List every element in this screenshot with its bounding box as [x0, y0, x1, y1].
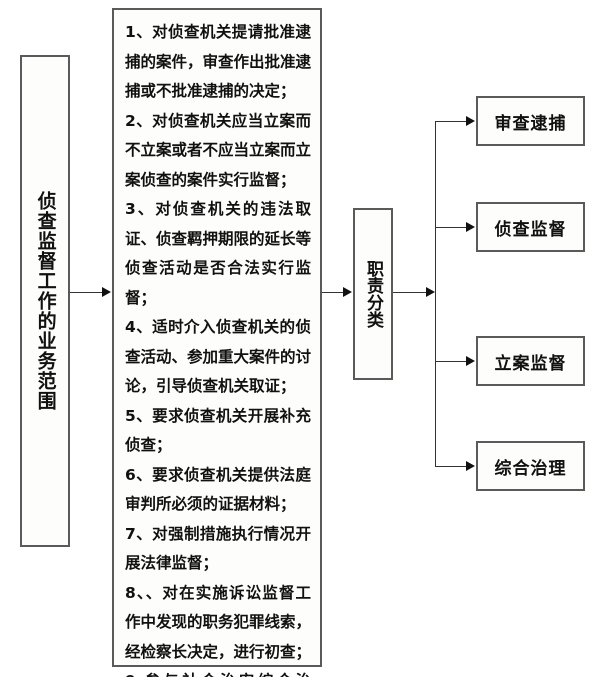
- category-box-zonghe-zhili: 综合治理: [476, 441, 585, 491]
- category-label: 综合治理: [494, 458, 567, 479]
- duty-item: 1、对侦查机关提请批准逮捕的案件，审查作出批准逮捕或不批准逮捕的决定；: [125, 23, 312, 100]
- duties-list-box: 1、对侦查机关提请批准逮捕的案件，审查作出批准逮捕或不批准逮捕的决定； 2、对侦…: [112, 8, 322, 677]
- duty-item: 6、要求侦查机关提供法庭审判所必须的证据材料；: [125, 465, 311, 514]
- arrowhead-to-category-3: [466, 461, 475, 471]
- duty-item: 7、对强制措施执行情况开展法律监督；: [125, 524, 311, 573]
- branch-line-to-category-1: [435, 227, 467, 228]
- duty-item: 2、对侦查机关应当立案而不立案或者不应当立案而立案侦查的案件实行监督；: [125, 111, 312, 189]
- scope-box-label: 侦查监督工作的业务范围: [34, 191, 57, 411]
- classification-box-label: 职责分类: [363, 260, 383, 328]
- duty-item: 3、对侦查机关的违法取证、侦查羁押期限的延长等侦查活动是否合法实行监督；: [125, 200, 312, 307]
- arrowhead-to-category-2: [466, 356, 475, 366]
- category-box-shencha-daibu: 审查逮捕: [476, 96, 585, 146]
- duty-item: 4、适时介入侦查机关的侦查活动、参加重大案件的讨论，引导侦查机关取证；: [125, 318, 312, 395]
- duty-item: 8、、对在实施诉讼监督工作中发现的职务犯罪线索，经检察长决定，进行初查；: [125, 583, 312, 661]
- arrowhead-to-duties: [102, 287, 111, 297]
- branch-line-to-category-2: [435, 361, 467, 362]
- branch-line-to-category-3: [435, 466, 467, 467]
- branch-line-to-category-0: [435, 121, 467, 122]
- connector-classify-to-trunk: [393, 292, 427, 293]
- classification-box: 职责分类: [353, 208, 393, 380]
- arrowhead-to-classify: [343, 287, 352, 297]
- category-label: 审查逮捕: [494, 113, 567, 134]
- arrowhead-to-trunk: [426, 287, 435, 297]
- duties-list: 1、对侦查机关提请批准逮捕的案件，审查作出批准逮捕或不批准逮捕的决定； 2、对侦…: [125, 18, 311, 677]
- connector-duties-to-classify: [322, 292, 344, 293]
- connector-scope-to-duties: [70, 292, 104, 293]
- category-label: 侦查监督: [494, 219, 567, 240]
- category-label: 立案监督: [494, 353, 567, 374]
- scope-box: 侦查监督工作的业务范围: [20, 55, 70, 547]
- arrowhead-to-category-1: [466, 222, 475, 232]
- duty-item: 9 参与社会治安综合治理。: [125, 667, 311, 677]
- arrowhead-to-category-0: [466, 116, 475, 126]
- duty-item: 5、要求侦查机关开展补充侦查；: [125, 406, 311, 455]
- category-box-zhencha-jiandu: 侦查监督: [476, 202, 585, 252]
- distribution-trunk-line: [435, 121, 436, 466]
- category-box-li-an-jiandu: 立案监督: [476, 336, 585, 386]
